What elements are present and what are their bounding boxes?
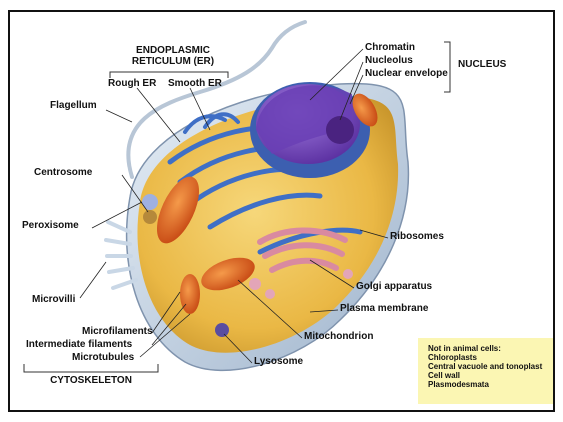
label-nuclear-envelope: Nuclear envelope xyxy=(365,69,448,79)
label-golgi-apparatus: Golgi apparatus xyxy=(356,282,432,292)
label-nucleolus: Nucleolus xyxy=(365,56,413,66)
centrosome-shape xyxy=(143,210,157,224)
not-in-animal-cells-note: Not in animal cells: Chloroplasts Centra… xyxy=(418,338,554,404)
label-chromatin: Chromatin xyxy=(365,43,415,53)
note-title: Not in animal cells: xyxy=(428,344,548,353)
label-microvilli: Microvilli xyxy=(32,295,75,305)
note-item: Central vacuole and tonoplast xyxy=(428,362,548,371)
label-centrosome: Centrosome xyxy=(34,168,92,178)
label-rough-er: Rough ER xyxy=(108,79,156,89)
label-peroxisome: Peroxisome xyxy=(22,221,79,231)
label-mitochondrion: Mitochondrion xyxy=(304,332,373,342)
label-microtubules: Microtubules xyxy=(72,353,134,363)
label-nucleus: NUCLEUS xyxy=(458,60,506,70)
note-item: Chloroplasts xyxy=(428,353,548,362)
label-plasma-membrane: Plasma membrane xyxy=(340,304,428,314)
peroxisome-shape xyxy=(142,194,158,210)
note-item: Plasmodesmata xyxy=(428,380,548,389)
label-ribosomes: Ribosomes xyxy=(390,232,444,242)
diagram-frame: ENDOPLASMIC RETICULUM (ER) Rough ER Smoo… xyxy=(8,10,555,412)
label-lysosome: Lysosome xyxy=(254,357,303,367)
label-flagellum: Flagellum xyxy=(50,101,97,111)
er-title-line2: RETICULUM (ER) xyxy=(118,57,228,67)
label-microfilaments: Microfilaments xyxy=(82,327,153,337)
label-intermediate-filaments: Intermediate filaments xyxy=(26,340,132,350)
nucleus-shapes xyxy=(250,82,370,178)
lysosome-shape xyxy=(215,323,229,337)
label-cytoskeleton: CYTOSKELETON xyxy=(24,376,158,386)
note-item: Cell wall xyxy=(428,371,548,380)
er-title-line1: ENDOPLASMIC xyxy=(118,46,228,56)
label-smooth-er: Smooth ER xyxy=(168,79,222,89)
